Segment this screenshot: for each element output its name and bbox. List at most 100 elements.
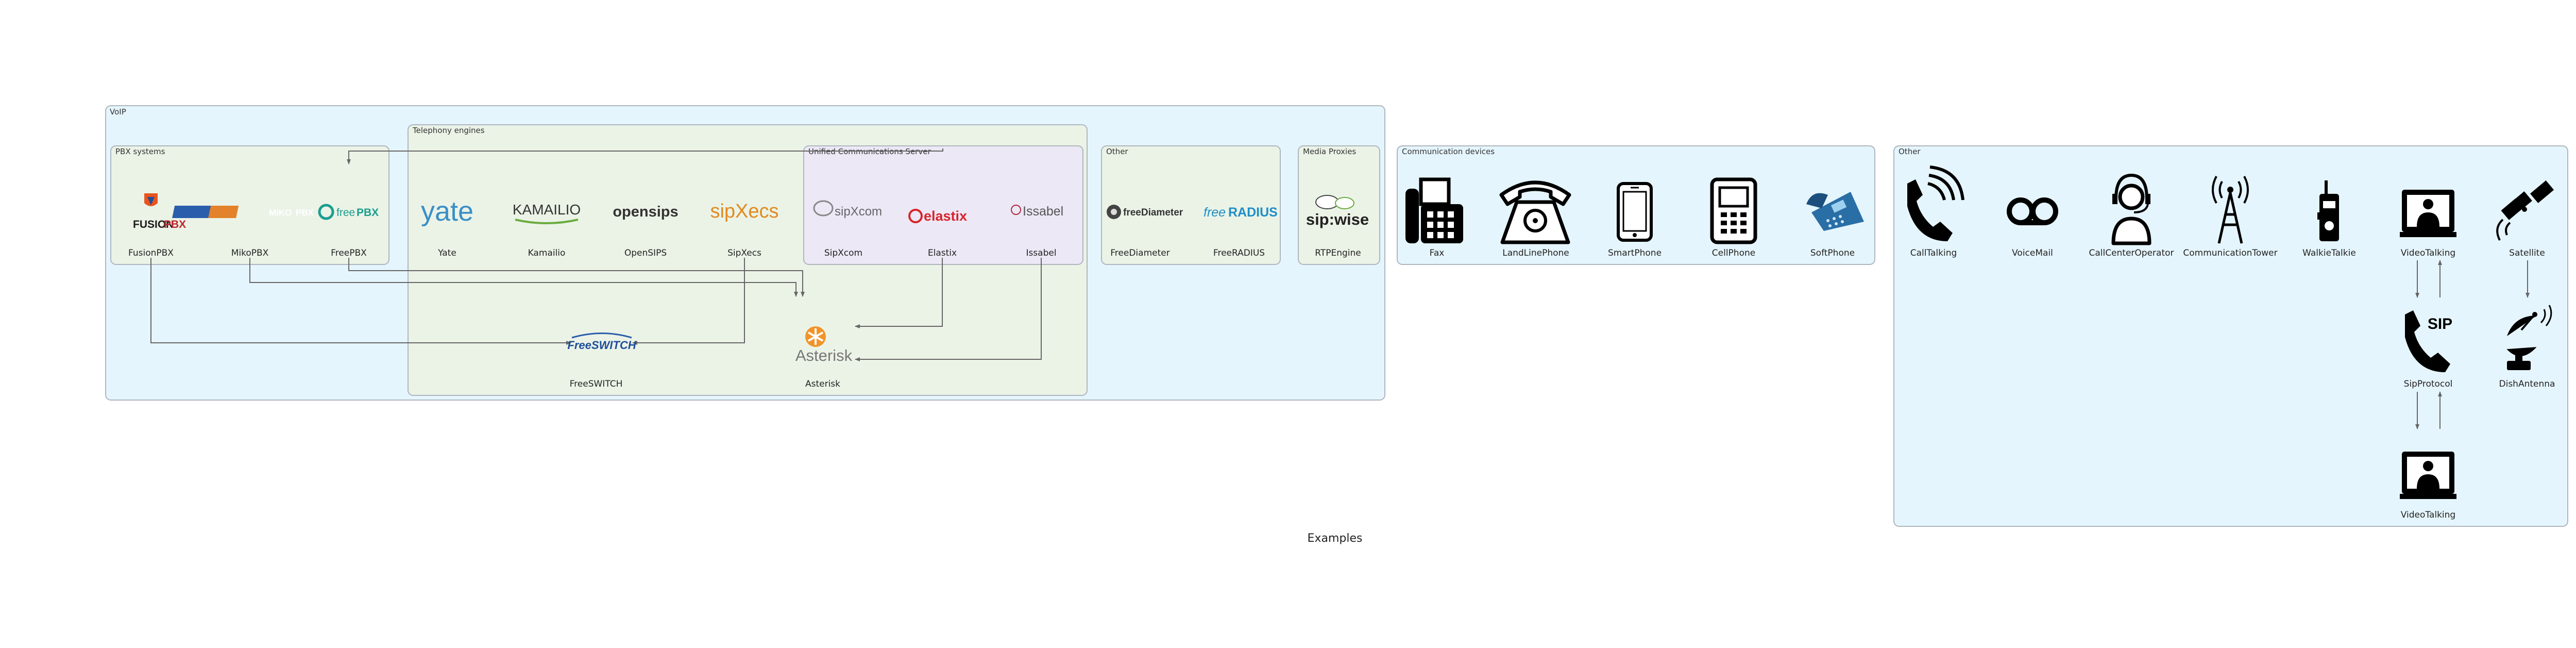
edge-unified-freepbx (347, 148, 943, 164)
node-calltalking[interactable]: CallTalking (1907, 165, 1964, 258)
node-elastix[interactable]: elastix Elastix (908, 208, 967, 258)
yate-logo: yate (421, 196, 473, 227)
elastix-logo-text: elastix (924, 208, 967, 224)
node-walkietalkie[interactable]: WalkieTalkie (2302, 180, 2356, 258)
node-opensips[interactable]: opensips OpenSIPS (613, 204, 678, 258)
rtpengine-label: RTPEngine (1315, 248, 1361, 258)
cluster-voip-other-label: Other (1106, 147, 1128, 156)
cluster-voip-label: VoIP (110, 107, 126, 117)
edges (150, 148, 2530, 429)
node-videotalking2[interactable]: VideoTalking (2400, 452, 2456, 520)
cellphone-icon (1710, 177, 1757, 244)
cluster-communication-devices-label: Communication devices (1402, 147, 1495, 156)
call-center-operator-icon (2111, 173, 2151, 245)
fax-icon (1405, 177, 1463, 243)
node-satellite[interactable]: Satellite (2496, 180, 2554, 258)
diagram-caption: Examples (1308, 532, 1363, 545)
cluster-other: Other (1893, 145, 2568, 527)
callcenteroperator-label: CallCenterOperator (2089, 248, 2174, 258)
cluster-pbx-systems: PBX systems (110, 145, 389, 265)
cluster-voip-other: Other (1101, 145, 1281, 265)
videotalking-label: VideoTalking (2401, 248, 2455, 258)
opensips-logo: opensips (613, 204, 678, 220)
node-freeswitch[interactable]: FreeSWITCH FreeSWITCH (567, 333, 637, 390)
cluster-media-proxies-label: Media Proxies (1303, 147, 1356, 156)
node-rtpengine[interactable]: sip:wise RTPEngine (1306, 195, 1369, 258)
issabel-label: Issabel (1026, 248, 1056, 258)
node-issabel[interactable]: Issabel Issabel (1011, 204, 1063, 258)
freeradius-logo: free RADIUS (1204, 205, 1278, 220)
node-callcenteroperator[interactable]: CallCenterOperator (2089, 173, 2174, 258)
landline-phone-icon (1499, 180, 1571, 244)
dish-antenna-icon (2506, 305, 2552, 370)
freeswitch-logo-text: FreeSWITCH (567, 339, 636, 352)
node-freepbx[interactable]: free PBX FreePBX (318, 204, 379, 258)
sip-protocol-text: SIP (2428, 315, 2452, 333)
edge-issabel-asterisk (855, 258, 1042, 361)
mikopbx-label: MikoPBX (231, 248, 269, 258)
freeradius-label: FreeRADIUS (1213, 248, 1265, 258)
edge-freepbx-asterisk (348, 258, 805, 297)
fax-label: Fax (1430, 248, 1445, 258)
fusionpbx-logo-text-a: FUSION (133, 219, 174, 230)
node-mikopbx[interactable]: MIKO PBX MikoPBX (172, 206, 314, 258)
smartphone-icon (1617, 182, 1653, 242)
issabel-logo-text: Issabel (1023, 204, 1063, 219)
node-softphone[interactable]: SoftPhone (1806, 192, 1864, 258)
communicationtower-label: CommunicationTower (2183, 248, 2277, 258)
node-fax[interactable]: Fax (1405, 177, 1463, 258)
cluster-unified-communications: Unified Communications Server (803, 145, 1083, 265)
smartphone-label: SmartPhone (1608, 248, 1662, 258)
videotalking2-label: VideoTalking (2401, 510, 2455, 520)
mikopbx-logo-text-a: MIKO (269, 208, 292, 218)
node-voicemail[interactable]: VoiceMail (2007, 197, 2058, 258)
freepbx-label: FreePBX (331, 248, 367, 258)
cluster-other-label: Other (1899, 147, 1921, 156)
node-sipprotocol[interactable]: SIP SipProtocol (2404, 310, 2453, 389)
node-kamailio[interactable]: KAMAILIO Kamailio (513, 202, 581, 258)
cluster-telephony-engines-label: Telephony engines (412, 126, 485, 135)
node-cellphone[interactable]: CellPhone (1710, 177, 1757, 258)
freeradius-logo-text-a: free (1204, 205, 1226, 220)
node-fusionpbx[interactable]: FUSION PBX FusionPBX (128, 193, 186, 258)
cluster-pbx-systems-label: PBX systems (115, 147, 165, 156)
asterisk-logo-text: Asterisk (795, 346, 853, 364)
freeswitch-logo: FreeSWITCH (567, 333, 637, 352)
sip-protocol-icon: SIP (2405, 310, 2452, 372)
cellphone-label: CellPhone (1712, 248, 1755, 258)
issabel-logo: Issabel (1011, 204, 1063, 219)
asterisk-logo: Asterisk (795, 326, 853, 364)
voicemail-label: VoiceMail (2012, 248, 2053, 258)
mikopbx-logo-text-b: PBX (296, 208, 314, 218)
freediameter-logo-text: freeDiameter (1123, 207, 1183, 218)
node-sipxecs[interactable]: sipXecs SipXecs (710, 201, 778, 258)
kamailio-logo: KAMAILIO (513, 202, 581, 224)
node-asterisk[interactable]: Asterisk Asterisk (795, 326, 853, 389)
satellite-label: Satellite (2509, 248, 2545, 258)
node-videotalking[interactable]: VideoTalking (2400, 190, 2456, 258)
node-yate[interactable]: yate Yate (421, 196, 473, 258)
elastix-label: Elastix (928, 248, 957, 258)
dishantenna-label: DishAntenna (2499, 379, 2555, 389)
kamailio-label: Kamailio (528, 248, 566, 258)
call-talking-icon (1907, 165, 1964, 241)
node-communicationtower[interactable]: CommunicationTower (2183, 176, 2278, 258)
freepbx-logo-text-b: PBX (357, 207, 379, 219)
node-dishantenna[interactable]: DishAntenna (2499, 305, 2555, 389)
rtpengine-logo: sip:wise (1306, 195, 1369, 228)
softphone-icon (1806, 192, 1864, 231)
node-sipxcom[interactable]: sipXcom SipXcom (813, 200, 882, 258)
edge-elastix-asterisk (855, 258, 943, 328)
sipxcom-logo: sipXcom (813, 200, 882, 219)
sipxcom-label: SipXcom (824, 248, 862, 258)
freediameter-logo: freeDiameter (1107, 205, 1183, 219)
fusionpbx-logo: FUSION PBX (133, 193, 186, 230)
node-smartphone[interactable]: SmartPhone (1608, 182, 1662, 258)
landlinephone-label: LandLinePhone (1502, 248, 1569, 258)
calltalking-label: CallTalking (1910, 248, 1957, 258)
node-freediameter[interactable]: freeDiameter FreeDiameter (1107, 205, 1183, 258)
node-landlinephone[interactable]: LandLinePhone (1499, 180, 1571, 258)
walkietalkie-label: WalkieTalkie (2302, 248, 2356, 258)
node-freeradius[interactable]: free RADIUS FreeRADIUS (1204, 205, 1278, 258)
